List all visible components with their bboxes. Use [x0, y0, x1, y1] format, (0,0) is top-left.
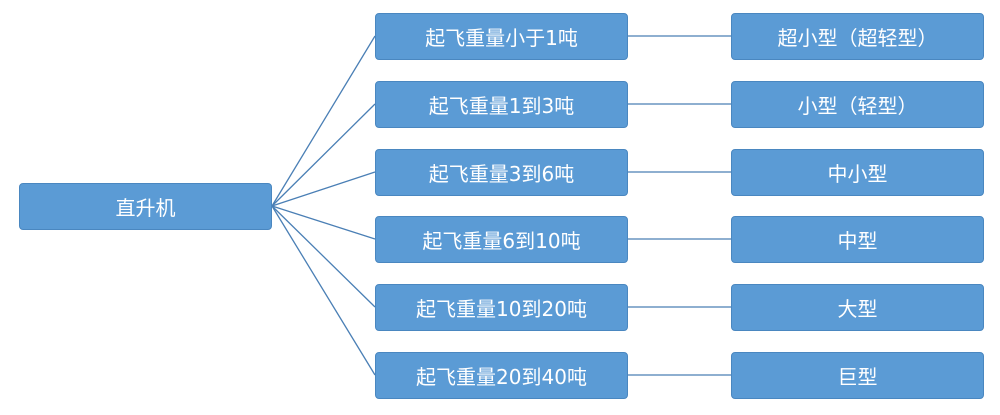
connector-root-to-cat-5: [271, 205, 376, 376]
weight-range-node: 起飞重量3到6吨: [375, 149, 628, 196]
connector-root-to-cat-3: [271, 205, 376, 240]
weight-range-label: 起飞重量3到6吨: [428, 162, 575, 186]
connector-root-to-cat-4: [271, 205, 376, 308]
connector-root-to-cat-1: [271, 103, 376, 207]
connector-root-to-cat-2: [271, 171, 376, 207]
size-class-node: 巨型: [731, 352, 984, 399]
size-class-label: 超小型（超轻型）: [777, 26, 938, 50]
weight-range-node: 起飞重量10到20吨: [375, 284, 628, 331]
size-class-label: 小型（轻型）: [797, 94, 918, 118]
size-class-node: 大型: [731, 284, 984, 331]
size-class-label: 中小型: [827, 162, 888, 186]
weight-range-label: 起飞重量6到10吨: [422, 229, 581, 253]
root-node-helicopter: 直升机: [19, 183, 272, 230]
weight-range-node: 起飞重量小于1吨: [375, 13, 628, 60]
root-node-label: 直升机: [115, 196, 176, 220]
weight-range-label: 起飞重量小于1吨: [425, 26, 578, 50]
size-class-label: 中型: [837, 229, 878, 253]
weight-range-node: 起飞重量1到3吨: [375, 81, 628, 128]
size-class-node: 小型（轻型）: [731, 81, 984, 128]
size-class-label: 大型: [837, 297, 878, 321]
weight-range-label: 起飞重量1到3吨: [428, 94, 575, 118]
weight-range-node: 起飞重量20到40吨: [375, 352, 628, 399]
size-class-node: 中型: [731, 216, 984, 263]
weight-range-label: 起飞重量20到40吨: [416, 365, 587, 389]
connector-root-to-cat-0: [271, 35, 376, 207]
size-class-node: 中小型: [731, 149, 984, 196]
size-class-node: 超小型（超轻型）: [731, 13, 984, 60]
weight-range-label: 起飞重量10到20吨: [416, 297, 587, 321]
size-class-label: 巨型: [837, 365, 878, 389]
weight-range-node: 起飞重量6到10吨: [375, 216, 628, 263]
